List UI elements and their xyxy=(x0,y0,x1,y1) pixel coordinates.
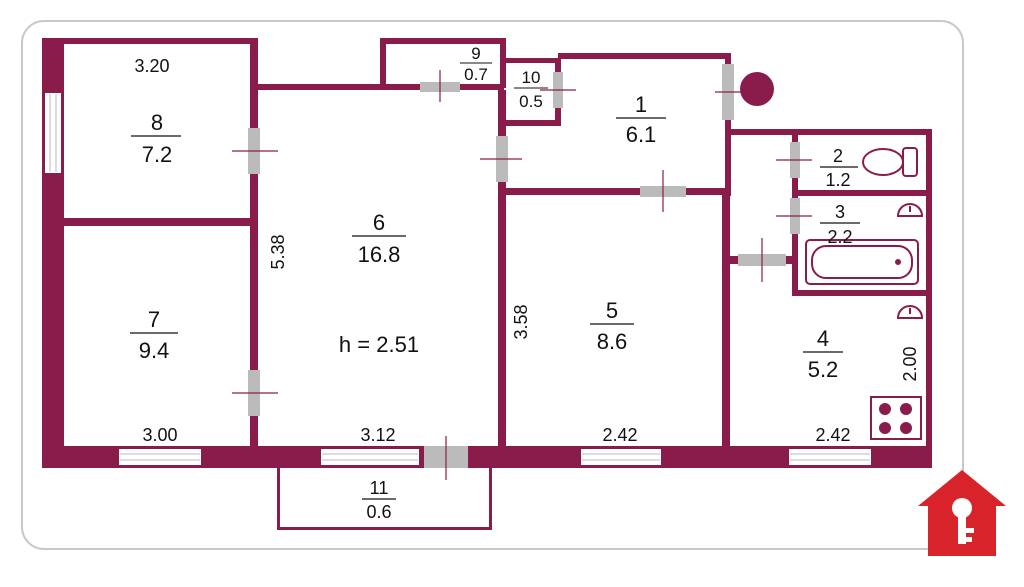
sink-icon xyxy=(896,203,924,319)
room-10-area: 0.5 xyxy=(519,92,543,111)
room-3-area: 2.2 xyxy=(827,227,852,247)
room-5-area: 8.6 xyxy=(597,329,628,354)
bathtub-icon xyxy=(805,239,919,285)
riser-icon xyxy=(740,72,774,106)
dimension-room-5-length: 3.58 xyxy=(511,304,531,339)
room-5-label: 5 8.6 xyxy=(590,298,634,354)
room-7-area: 9.4 xyxy=(139,338,170,363)
room-4-number: 4 xyxy=(817,326,829,351)
house-logo-icon xyxy=(918,470,1006,556)
outer-frame xyxy=(21,20,964,550)
room-6-label: 6 16.8 xyxy=(352,210,406,267)
room-1-label: 1 6.1 xyxy=(616,92,666,147)
room-3-label: 3 2.2 xyxy=(820,202,860,247)
room-1-number: 1 xyxy=(635,92,647,117)
room-2-area: 1.2 xyxy=(825,170,850,190)
room-8-area: 7.2 xyxy=(142,142,173,167)
dimension-room-4-width: 2.42 xyxy=(815,425,850,445)
dimension-room-7-width: 3.00 xyxy=(142,425,177,445)
room-10-number: 10 xyxy=(522,68,541,87)
room-2-label: 2 1.2 xyxy=(820,146,858,190)
stove-icon xyxy=(870,396,922,440)
room-2-number: 2 xyxy=(833,146,843,166)
ceiling-height: h = 2.51 xyxy=(339,332,419,357)
room-7-label: 7 9.4 xyxy=(130,307,178,363)
doors xyxy=(232,64,812,480)
dimension-room-8-width: 3.20 xyxy=(134,56,169,76)
room-9-area: 0.7 xyxy=(464,65,488,84)
room-6-number: 6 xyxy=(373,210,385,235)
room-11-number: 11 xyxy=(370,478,389,498)
room-5-number: 5 xyxy=(606,298,618,323)
room-11-label: 11 0.6 xyxy=(362,478,396,522)
room-4-area: 5.2 xyxy=(808,357,839,382)
room-9-label: 9 0.7 xyxy=(460,44,492,84)
room-9-number: 9 xyxy=(471,44,480,63)
room-3-number: 3 xyxy=(835,202,845,222)
room-1-area: 6.1 xyxy=(626,122,657,147)
room-6-area: 16.8 xyxy=(358,242,401,267)
room-7-number: 7 xyxy=(148,307,160,332)
windows xyxy=(43,91,873,467)
dimension-room-5-width: 2.42 xyxy=(602,425,637,445)
room-10-label: 10 0.5 xyxy=(514,68,548,111)
room-4-label: 4 5.2 xyxy=(803,326,843,382)
toilet-icon xyxy=(862,147,918,177)
room-11-area: 0.6 xyxy=(366,502,391,522)
room-8-label: 8 7.2 xyxy=(131,110,181,167)
dimension-room-6-length: 5.38 xyxy=(268,234,288,269)
dimension-room-4-length: 2.00 xyxy=(900,346,920,381)
dimension-room-6-width: 3.12 xyxy=(360,425,395,445)
room-8-number: 8 xyxy=(151,110,163,135)
